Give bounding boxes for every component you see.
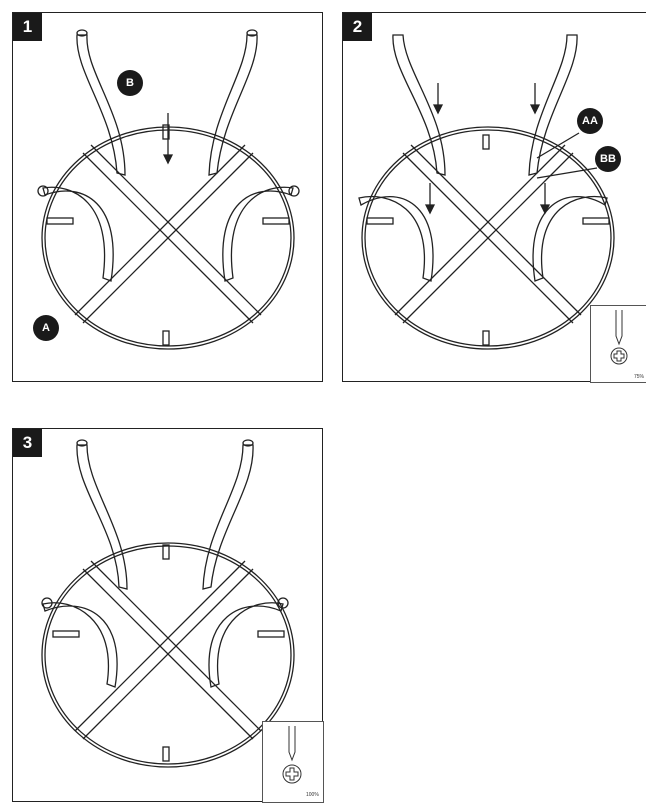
screwdriver-icon <box>282 726 302 784</box>
table-underside-illustration <box>358 34 615 350</box>
screwdriver-detail-inset: 75% <box>590 305 646 383</box>
callout-b: B <box>117 70 143 96</box>
step-1-panel: 1 B A <box>12 12 323 382</box>
step-number-badge: 1 <box>13 13 42 41</box>
table-underside-illustration <box>37 29 300 350</box>
inset-scale-label: 100% <box>306 792 319 798</box>
table-underside-illustration <box>41 439 295 768</box>
callout-a: A <box>33 315 59 341</box>
screwdriver-detail-inset: 100% <box>262 721 324 803</box>
screwdriver-icon <box>610 310 628 365</box>
callout-aa: AA <box>577 108 603 134</box>
step-number-badge: 3 <box>13 429 42 457</box>
step-3-panel: 3 100% <box>12 428 324 803</box>
step-2-panel: 2 AA BB 75 <box>342 12 646 383</box>
inset-scale-label: 75% <box>634 374 645 380</box>
step-number-badge: 2 <box>343 13 372 41</box>
callout-bb: BB <box>595 146 621 172</box>
